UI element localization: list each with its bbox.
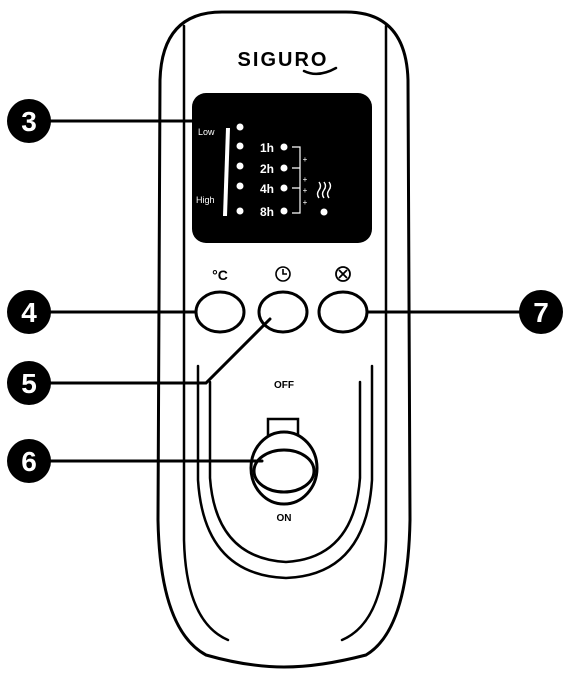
body-outer-outline bbox=[156, 10, 412, 669]
plus-mark: + bbox=[303, 186, 308, 195]
plus-mark: + bbox=[303, 198, 308, 207]
body-inner-right-edge bbox=[340, 24, 388, 642]
timer-label-2h: 2h bbox=[260, 162, 274, 176]
temperature-label: °C bbox=[212, 267, 228, 283]
heat-dot bbox=[320, 208, 328, 216]
svg-text:5: 5 bbox=[21, 368, 37, 399]
timer-dot bbox=[280, 207, 288, 215]
plus-mark: + bbox=[303, 155, 308, 164]
timer-label-8h: 8h bbox=[260, 205, 274, 219]
svg-text:3: 3 bbox=[21, 106, 37, 137]
timer-dot bbox=[280, 184, 288, 192]
level-wedge bbox=[223, 128, 230, 216]
callout-lines bbox=[44, 119, 524, 463]
level-dot bbox=[236, 207, 244, 215]
clock-icon bbox=[275, 266, 291, 282]
switch-off-label: OFF bbox=[274, 380, 294, 391]
heat-waves-icon bbox=[316, 181, 332, 199]
temperature-button[interactable] bbox=[194, 290, 246, 334]
power-switch[interactable] bbox=[249, 417, 319, 506]
callout-badge-4: 4 bbox=[7, 290, 51, 334]
level-dot bbox=[236, 142, 244, 150]
level-dot bbox=[236, 162, 244, 170]
level-low-label: Low bbox=[198, 127, 215, 137]
callout-badge-3: 3 bbox=[7, 99, 51, 143]
bottom-panel-outer bbox=[196, 364, 374, 580]
switch-on-label: ON bbox=[277, 513, 292, 524]
callout-line-5 bbox=[44, 317, 272, 385]
svg-text:7: 7 bbox=[533, 297, 549, 328]
plus-mark: + bbox=[303, 175, 308, 184]
timer-bracket bbox=[292, 146, 301, 214]
brand-logo: SIGURO bbox=[238, 49, 329, 71]
timer-label-1h: 1h bbox=[260, 141, 274, 155]
display-screen: Low High 1h 2h 4h 8h + + + + bbox=[192, 93, 372, 243]
cancel-button[interactable] bbox=[317, 290, 369, 334]
close-circle-icon bbox=[335, 266, 351, 282]
level-dot bbox=[236, 182, 244, 190]
callout-badge-5: 5 bbox=[7, 361, 51, 405]
bottom-panel-inner bbox=[208, 380, 362, 564]
level-dot bbox=[236, 123, 244, 131]
brand-logo-swoosh bbox=[302, 66, 338, 76]
timer-button[interactable] bbox=[257, 290, 309, 334]
timer-dot bbox=[280, 143, 288, 151]
timer-label-4h: 4h bbox=[260, 182, 274, 196]
switch-knob[interactable] bbox=[252, 448, 316, 494]
callout-badge-6: 6 bbox=[7, 439, 51, 483]
callout-badge-7: 7 bbox=[519, 290, 563, 334]
level-high-label: High bbox=[196, 195, 215, 205]
svg-text:6: 6 bbox=[21, 446, 37, 477]
svg-text:4: 4 bbox=[21, 297, 37, 328]
remote-body bbox=[156, 10, 412, 669]
timer-dot bbox=[280, 164, 288, 172]
body-inner-left-edge bbox=[182, 24, 230, 642]
